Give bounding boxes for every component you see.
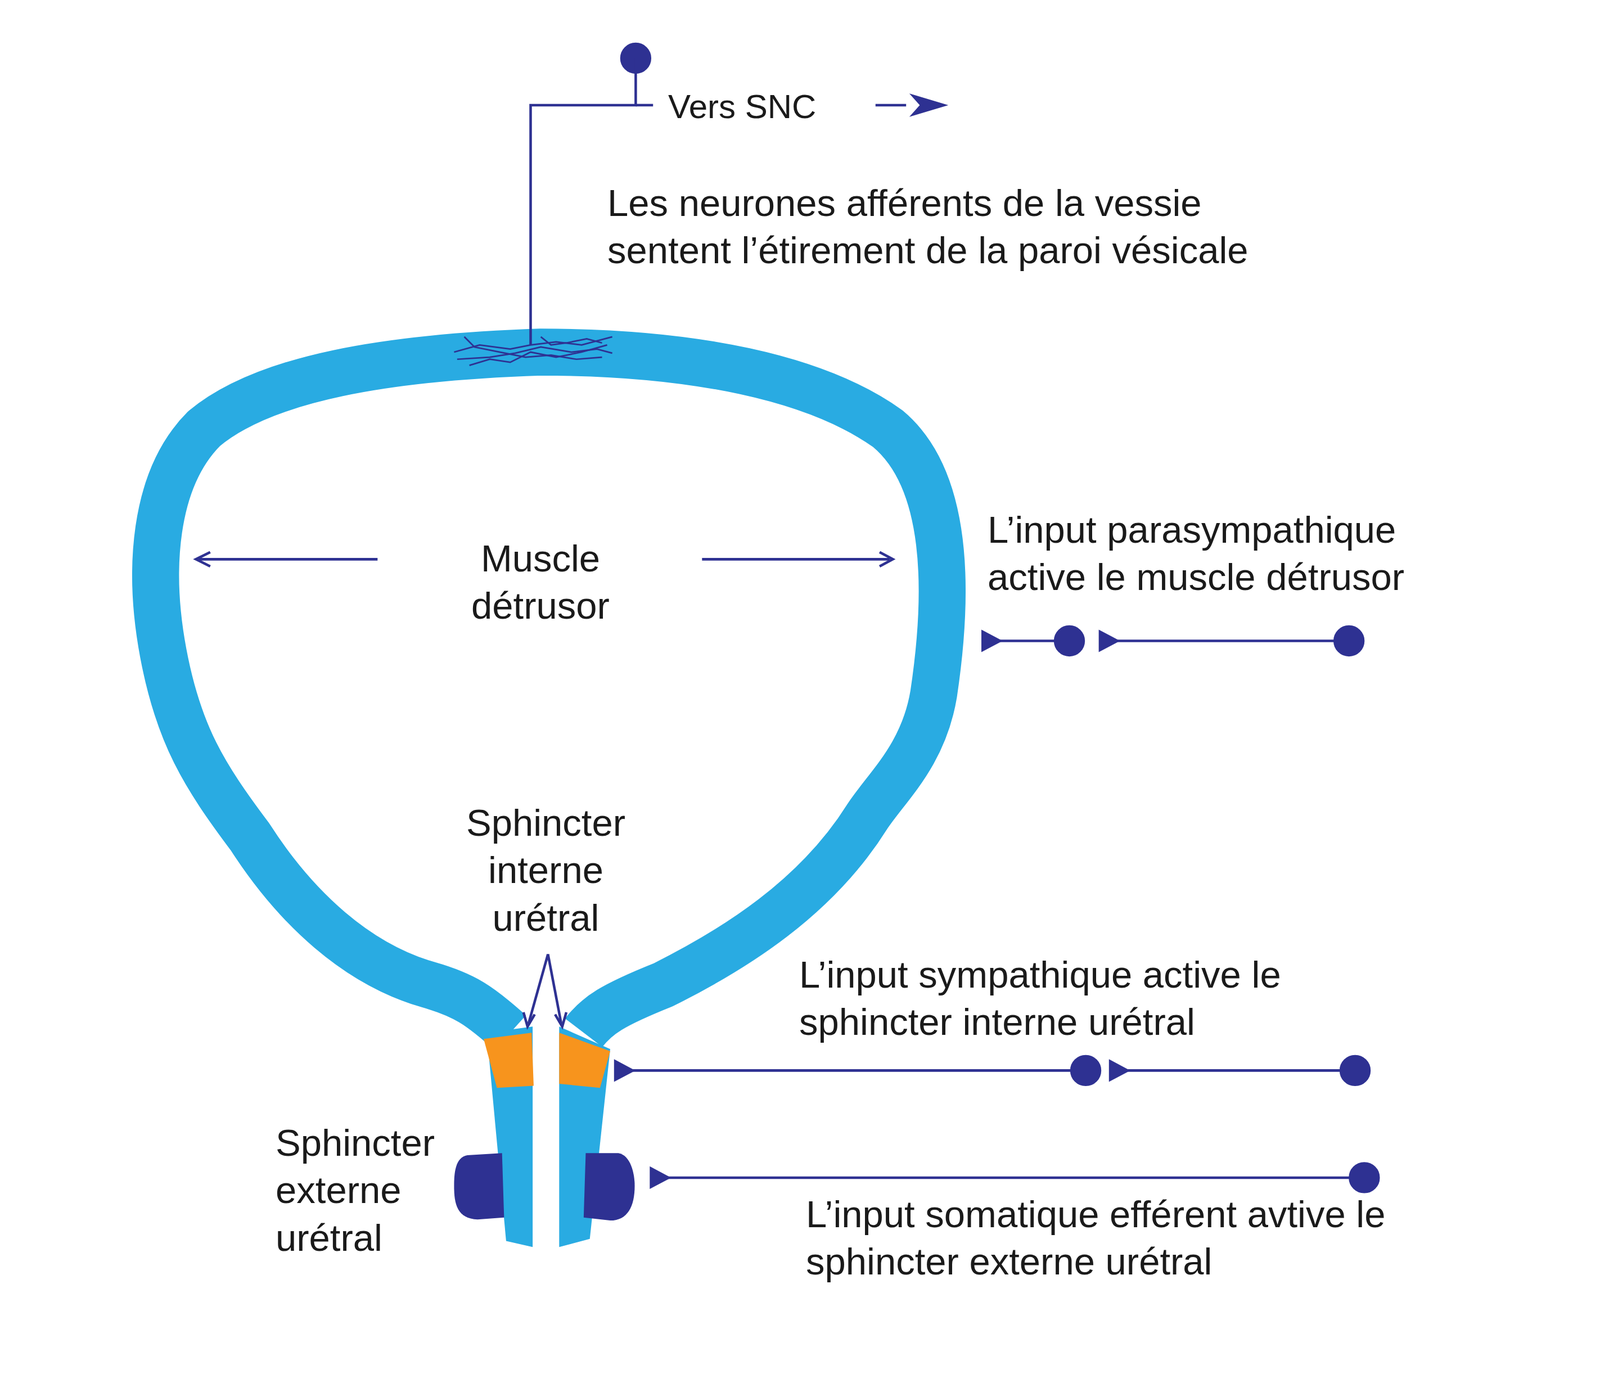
efferent-fiber: [627, 1069, 1086, 1072]
direction-arrow: [199, 557, 378, 561]
afferent-label: Les neurones afférents de la vessie sent…: [607, 179, 1322, 275]
internal-sphincter: [559, 1032, 611, 1088]
external-sphincter: [583, 1152, 635, 1221]
sympathetic-label: L’input sympathique active le sphincter …: [799, 951, 1422, 1047]
sphincter-label: Sphincter externe urétral: [275, 1119, 452, 1262]
neuron-body: [1071, 1056, 1101, 1085]
direction-arrow: [875, 104, 907, 107]
direction-arrow: [913, 96, 944, 115]
neuron-body: [1349, 1163, 1379, 1193]
sphincter-label: Sphincter interne urétral: [448, 799, 643, 942]
direction-arrow: [879, 552, 894, 567]
neuron-body: [1340, 1056, 1370, 1085]
leader-line: [528, 954, 548, 1024]
leader-line: [523, 1012, 535, 1027]
nerve-endings: [453, 336, 612, 366]
nerve-lines: [195, 43, 1379, 1192]
efferent-fiber: [1122, 1069, 1356, 1072]
afferent-fiber: [635, 104, 653, 107]
bladder-wall: [155, 352, 943, 1033]
muscle-label: Muscle détrusor: [453, 534, 628, 630]
neuron-body: [1334, 626, 1364, 656]
somatic-label: L’input somatique efférent avtive le sph…: [805, 1190, 1439, 1286]
direction-arrow: [701, 557, 890, 561]
external-sphincter: [453, 1152, 504, 1220]
parasympathetic-label: L’input parasympathique active le muscle…: [987, 506, 1473, 602]
internal-sphincter: [483, 1032, 534, 1088]
efferent-fiber: [1112, 639, 1350, 643]
leader-line: [555, 1012, 567, 1027]
target-label: Vers SNC: [668, 85, 863, 129]
neuron-body: [1055, 626, 1084, 656]
leader-line: [547, 954, 562, 1024]
efferent-fiber: [663, 1176, 1365, 1180]
direction-arrow: [195, 552, 210, 567]
